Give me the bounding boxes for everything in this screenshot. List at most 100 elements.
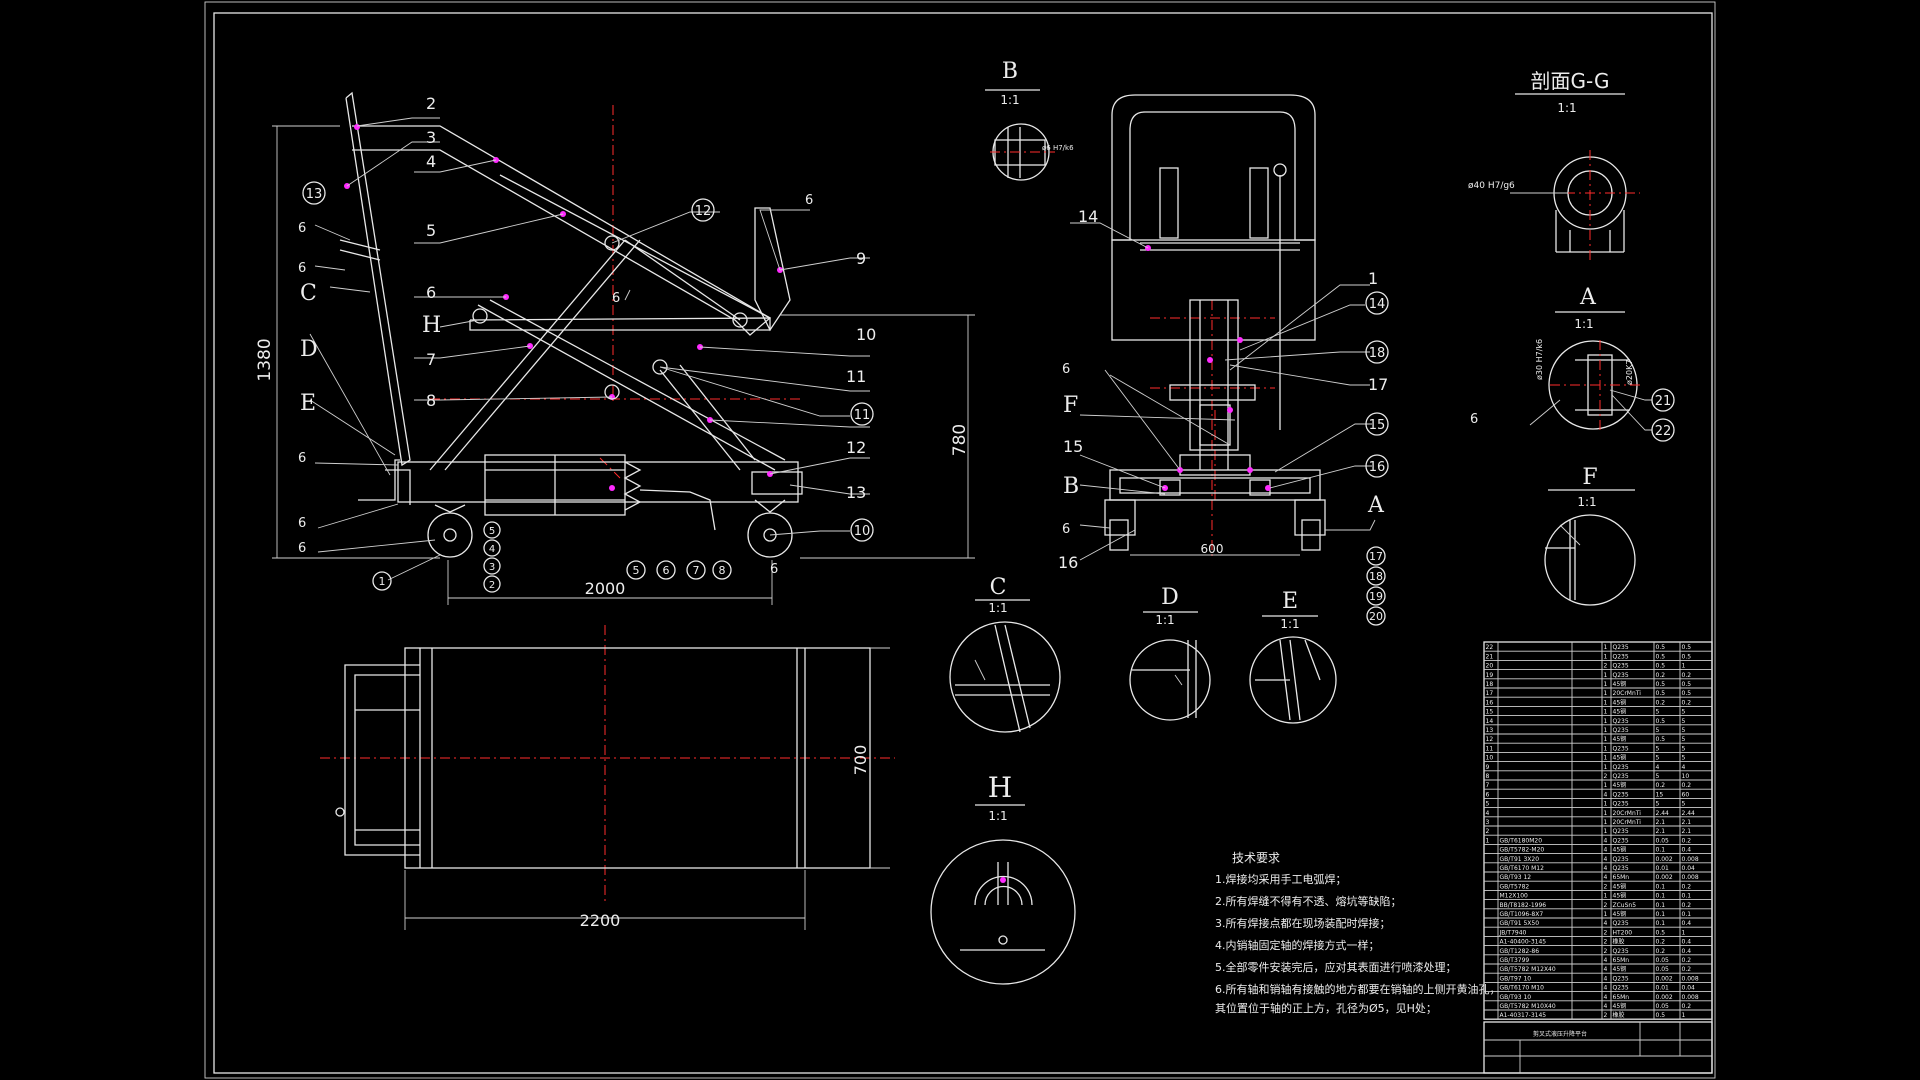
- detail-GG-title: 剖面G-G: [1531, 69, 1610, 93]
- parts-list-cell: 0.1: [1682, 893, 1692, 900]
- parts-list-cell: 1: [1604, 810, 1608, 817]
- parts-list-cell: 4: [1486, 810, 1490, 817]
- parts-list-cell: 0.2: [1682, 966, 1692, 973]
- circled-8-bottom: 8: [719, 564, 726, 577]
- parts-list-cell: 1: [1604, 699, 1608, 706]
- parts-list-cell: 1: [1604, 690, 1608, 697]
- parts-list-cell: 0.04: [1682, 865, 1696, 872]
- parts-list-cell: 0.5: [1656, 1012, 1666, 1019]
- parts-list-cell: Q235: [1613, 718, 1629, 725]
- parts-list-cell: 0.05: [1656, 957, 1670, 964]
- parts-list-cell: 1: [1604, 718, 1608, 725]
- side-label-A: A: [1367, 493, 1385, 518]
- parts-list-cell: 5: [1656, 709, 1660, 716]
- label-front-3: 3: [426, 128, 436, 147]
- circled-6-bottom: 6: [663, 564, 670, 577]
- label-front-6: 6: [426, 283, 436, 302]
- circled-stack-2: 2: [489, 580, 495, 591]
- parts-list-cell: Q235: [1613, 644, 1629, 651]
- weld-6-h: 6: [770, 562, 778, 577]
- detail-E-scale: 1:1: [1280, 617, 1299, 631]
- tech-requirements: 技术要求 1.焊接均采用手工电弧焊； 2.所有焊缝不得有不透、熔坑等缺陷； 3.…: [1215, 851, 1501, 1015]
- tech-title: 技术要求: [1232, 851, 1280, 865]
- weld-6-c: 6: [298, 451, 306, 466]
- circled-stack-3: 3: [489, 562, 495, 573]
- parts-list-cell: 11: [1486, 745, 1494, 752]
- detail-B-scale: 1:1: [1000, 93, 1019, 107]
- weld-6-f: 6: [805, 193, 813, 208]
- parts-list-cell: 0.2: [1656, 699, 1666, 706]
- parts-list-cell: 45钢: [1613, 781, 1627, 789]
- parts-list-cell: 45钢: [1613, 892, 1627, 900]
- parts-list-cell: 2.1: [1682, 819, 1692, 826]
- parts-list-cell: 0.01: [1656, 985, 1670, 992]
- parts-list-cell: Q235: [1613, 837, 1629, 844]
- parts-list-cell: 0.008: [1682, 856, 1699, 863]
- parts-list-cell: 5: [1682, 745, 1686, 752]
- parts-list-cell: 10: [1682, 773, 1690, 780]
- side-stack-20: 20: [1369, 610, 1383, 623]
- detail-A-note1: ø30 H7/k6: [1535, 339, 1544, 380]
- weld-6-d: 6: [298, 516, 306, 531]
- parts-list-cell: Q235: [1613, 663, 1629, 670]
- circled-5-bottom: 5: [633, 564, 640, 577]
- parts-list-cell: 4: [1604, 856, 1608, 863]
- detail-D-letter: D: [1161, 585, 1179, 610]
- parts-list-cell: 2.1: [1656, 828, 1666, 835]
- parts-list-cell: 0.2: [1656, 948, 1666, 955]
- label-front-9: 9: [856, 249, 866, 268]
- parts-list-cell: 0.5: [1656, 663, 1666, 670]
- detail-C-letter: C: [990, 575, 1007, 600]
- parts-list-cell: 1: [1682, 663, 1686, 670]
- sheet-outer-border: [204, 1, 1716, 1079]
- parts-list-cell: 15: [1486, 709, 1494, 716]
- label-front-13: 13: [846, 483, 866, 502]
- parts-list-cell: 5: [1682, 709, 1686, 716]
- side-circled-14: 14: [1369, 297, 1386, 312]
- detail-A-circled-22: 22: [1655, 424, 1672, 439]
- detail-E-letter: E: [1282, 589, 1298, 614]
- parts-list-cell: 2.1: [1656, 819, 1666, 826]
- circled-13-front: 13: [306, 187, 323, 202]
- parts-list-cell: 2.44: [1656, 810, 1670, 817]
- parts-list-cell: 0.008: [1682, 975, 1699, 982]
- side-stack-18: 18: [1369, 570, 1383, 583]
- parts-list-cell: 21: [1486, 653, 1494, 660]
- detail-C-scale: 1:1: [988, 601, 1007, 615]
- parts-list-cell: 0.002: [1656, 975, 1673, 982]
- parts-list-cell: 0.5: [1682, 681, 1692, 688]
- parts-list-cell: 橡胶: [1613, 938, 1625, 946]
- parts-list-cell: 0.1: [1656, 920, 1666, 927]
- label-front-7: 7: [426, 350, 436, 369]
- parts-list-cell: 4: [1604, 994, 1608, 1001]
- parts-list-cell: M12X100: [1500, 893, 1529, 900]
- tech-item-3: 3.所有焊接点都在现场装配时焊接；: [1215, 916, 1391, 930]
- parts-list-cell: 0.1: [1656, 893, 1666, 900]
- parts-list-cell: 0.1: [1656, 902, 1666, 909]
- side-circled-15: 15: [1369, 418, 1386, 433]
- detail-A: A 1:1 ø30 H7/k6 ø20K7 21 22 6: [1470, 285, 1675, 442]
- parts-list-cell: 2.44: [1682, 810, 1696, 817]
- parts-list-cell: 1: [1604, 911, 1608, 918]
- parts-list-cell: 2: [1604, 663, 1608, 670]
- detail-A-weld: 6: [1470, 412, 1478, 427]
- weld-6-e: 6: [298, 541, 306, 556]
- parts-list-cell: A1-40317-3145: [1500, 1012, 1547, 1019]
- parts-list-cell: GB/T93 10: [1500, 994, 1532, 1001]
- parts-list-cell: 22: [1486, 644, 1494, 651]
- side-circled-16: 16: [1369, 460, 1386, 475]
- parts-list-cell: 1: [1604, 893, 1608, 900]
- side-circled-18: 18: [1369, 346, 1386, 361]
- parts-list-cell: Q235: [1613, 920, 1629, 927]
- parts-list-cell: GB/T1282-86: [1500, 948, 1540, 955]
- circled-7-bottom: 7: [693, 564, 700, 577]
- parts-list-cell: 4: [1604, 791, 1608, 798]
- detail-H-scale: 1:1: [988, 809, 1007, 823]
- parts-list-cell: Q235: [1613, 948, 1629, 955]
- side-label-1: 1: [1368, 269, 1378, 288]
- parts-list-cell: 1: [1604, 653, 1608, 660]
- parts-list-cell: 2: [1604, 948, 1608, 955]
- detail-E: E 1:1: [1249, 589, 1337, 724]
- detail-GG-scale: 1:1: [1557, 101, 1576, 115]
